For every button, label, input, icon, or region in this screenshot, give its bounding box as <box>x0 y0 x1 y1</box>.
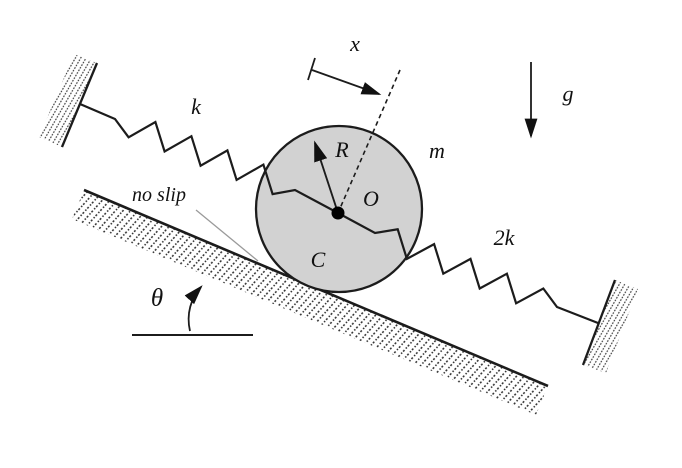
angle-arc-arrow <box>184 285 203 332</box>
right-wall-edge <box>581 279 617 366</box>
displacement-label: x <box>349 31 360 56</box>
spring-2k <box>337 212 599 325</box>
center-axis-dashed-line <box>337 69 401 214</box>
no-slip-label: no slip <box>132 184 186 206</box>
radius-arrow <box>314 140 339 214</box>
cylinder-center-dot <box>331 206 345 220</box>
gravity-label: g <box>563 81 574 106</box>
left-wall-hatch <box>39 54 97 147</box>
mass-label: m <box>429 138 445 163</box>
incline-angle-label: θ <box>151 285 163 312</box>
contact-point-label: C <box>311 247 326 272</box>
spring-2k-label: 2k <box>494 225 516 250</box>
spring-k-label: k <box>191 94 202 119</box>
radius-label: R <box>334 137 349 162</box>
no-slip-pointer-line <box>195 209 259 262</box>
displacement-arrow <box>311 69 382 95</box>
left-wall-edge <box>60 62 99 148</box>
incline-hatch <box>72 190 548 415</box>
right-wall-hatch <box>583 280 638 373</box>
displacement-origin-tick <box>307 57 316 81</box>
spring-k <box>79 102 339 214</box>
center-label: O <box>363 186 379 211</box>
